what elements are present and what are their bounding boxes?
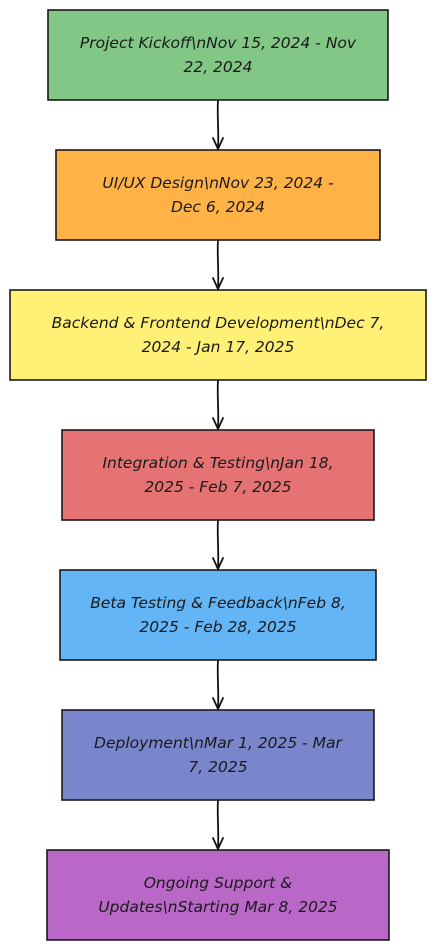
node-box xyxy=(61,709,375,801)
node-label-line: 2025 - Feb 28, 2025 xyxy=(139,618,296,636)
timeline-node-kickoff: Project Kickoff\nNov 15, 2024 - Nov 22, 2… xyxy=(47,9,389,101)
timeline-node-beta: Beta Testing & Feedback\nFeb 8, 2025 - Fe… xyxy=(59,569,377,661)
timeline-node-deployment: Deployment\nMar 1, 2025 - Mar 7, 2025 xyxy=(61,709,375,801)
node-label-line: 7, 2025 xyxy=(188,758,247,776)
connector-line xyxy=(216,239,220,290)
connector-line xyxy=(216,799,220,850)
node-label-line: Beta Testing & Feedback\nFeb 8, xyxy=(90,594,346,612)
connector-arrow xyxy=(212,239,224,292)
node-label-line: Backend & Frontend Development\nDec 7, xyxy=(52,314,385,332)
timeline-node-development: Backend & Frontend Development\nDec 7, 20… xyxy=(9,289,427,381)
connector-line xyxy=(216,379,220,430)
node-label-line: Updates\nStarting Mar 8, 2025 xyxy=(98,898,337,916)
node-label-line: Deployment\nMar 1, 2025 - Mar xyxy=(94,734,344,752)
node-box xyxy=(59,569,377,661)
arrowhead xyxy=(212,417,224,432)
timeline-node-uiux: UI/UX Design\nNov 23, 2024 - Dec 6, 2024 xyxy=(55,149,381,241)
arrowhead xyxy=(212,557,224,572)
node-label-line: 2025 - Feb 7, 2025 xyxy=(144,478,291,496)
node-box xyxy=(47,9,389,101)
connector-line xyxy=(216,659,220,710)
node-box xyxy=(46,849,390,941)
node-label-line: Dec 6, 2024 xyxy=(171,198,265,216)
timeline-node-integration: Integration & Testing\nJan 18, 2025 - Feb… xyxy=(61,429,375,521)
node-label-line: 2024 - Jan 17, 2025 xyxy=(142,338,295,356)
connector-line xyxy=(216,519,220,570)
node-box xyxy=(55,149,381,241)
node-box xyxy=(61,429,375,521)
connector-arrow xyxy=(212,799,224,852)
node-label-line: UI/UX Design\nNov 23, 2024 - xyxy=(102,174,334,192)
node-label-line: 22, 2024 xyxy=(183,58,252,76)
node-label-line: Integration & Testing\nJan 18, xyxy=(102,454,333,472)
connector-arrow xyxy=(212,519,224,572)
node-box xyxy=(9,289,427,381)
arrowhead xyxy=(212,837,224,852)
timeline-node-support: Ongoing Support & Updates\nStarting Mar 8… xyxy=(46,849,390,941)
connector-line xyxy=(216,99,220,150)
arrowhead xyxy=(212,277,224,292)
connector-arrow xyxy=(212,659,224,712)
connector-arrow xyxy=(212,379,224,432)
arrowhead xyxy=(212,697,224,712)
node-label-line: Project Kickoff\nNov 15, 2024 - Nov xyxy=(80,34,357,52)
connector-arrow xyxy=(212,99,224,152)
arrowhead xyxy=(212,137,224,152)
node-label-line: Ongoing Support & xyxy=(144,874,293,892)
